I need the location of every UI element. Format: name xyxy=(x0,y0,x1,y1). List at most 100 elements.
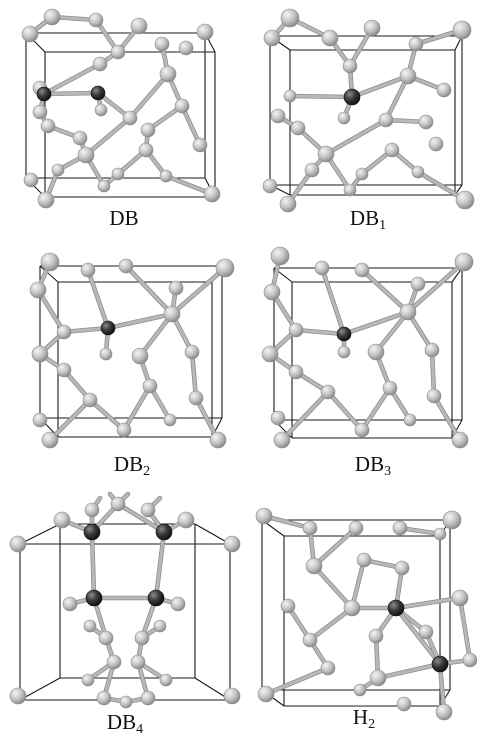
silicon-atom xyxy=(111,167,125,181)
silicon-atom xyxy=(396,696,412,712)
silicon-atom xyxy=(110,496,126,512)
silicon-atom xyxy=(454,252,474,272)
silicon-atom xyxy=(363,19,381,37)
silicon-atom xyxy=(223,535,241,553)
silicon-atom xyxy=(348,520,364,536)
bond-highlight xyxy=(264,666,330,696)
silicon-atom xyxy=(40,252,60,272)
silicon-atom xyxy=(134,630,150,646)
silicon-atom xyxy=(436,82,452,98)
silicon-atom xyxy=(408,36,424,52)
silicon-atom xyxy=(140,122,156,138)
silicon-atom xyxy=(37,191,55,209)
silicon-atom xyxy=(56,324,72,340)
silicon-atom xyxy=(140,690,156,706)
panel-label-db1: DB1 xyxy=(349,206,387,233)
bond-highlight xyxy=(326,390,364,432)
silicon-atom xyxy=(378,112,394,128)
bond-highlight xyxy=(84,116,132,157)
silicon-atom xyxy=(153,619,167,633)
silicon-atom xyxy=(192,137,208,153)
silicon-atom xyxy=(159,65,177,83)
silicon-atom xyxy=(302,520,318,536)
silicon-atom xyxy=(321,29,339,47)
bond-highlight xyxy=(106,312,174,330)
bond-highlight xyxy=(280,390,330,442)
cell-edge xyxy=(39,265,59,283)
dangling-bond-atom xyxy=(343,88,361,106)
silicon-atom xyxy=(355,167,369,181)
silicon-atom xyxy=(53,511,71,529)
silicon-atom xyxy=(384,142,400,158)
bond-highlight xyxy=(138,312,174,358)
silicon-atom xyxy=(270,108,286,124)
bond-highlight xyxy=(342,310,410,336)
silicon-atom xyxy=(442,510,462,530)
silicon-atom xyxy=(80,262,96,278)
silicon-atom xyxy=(399,303,417,321)
silicon-atom xyxy=(263,29,281,47)
silicon-atom xyxy=(84,502,100,518)
silicon-atom xyxy=(273,431,291,449)
bond-highlight xyxy=(62,326,110,334)
silicon-atom xyxy=(32,412,48,428)
silicon-atom xyxy=(97,179,111,193)
silicon-atom xyxy=(77,146,95,164)
silicon-atom xyxy=(159,169,173,183)
panel-db1 xyxy=(262,8,475,213)
dangling-bond-atom xyxy=(431,655,449,673)
silicon-atom xyxy=(288,322,304,338)
silicon-atom xyxy=(305,557,323,575)
silicon-atom xyxy=(403,413,417,427)
bond-highlight xyxy=(170,266,227,316)
silicon-atom xyxy=(122,110,138,126)
silicon-atom xyxy=(392,520,408,536)
dangling-bond-atom xyxy=(387,599,405,617)
silicon-atom xyxy=(177,511,195,529)
silicon-atom xyxy=(119,695,133,709)
silicon-atom xyxy=(280,8,300,28)
dangling-bond-atom xyxy=(83,523,101,541)
silicon-atom xyxy=(304,162,320,178)
silicon-atom xyxy=(356,552,372,568)
silicon-atom xyxy=(462,652,477,668)
bond-highlight xyxy=(154,530,166,600)
bond-highlight xyxy=(116,502,166,534)
silicon-atom xyxy=(435,703,453,721)
bond-highlight xyxy=(312,564,354,610)
panel-db xyxy=(21,8,221,209)
bond-highlight xyxy=(406,260,466,314)
silicon-atom xyxy=(188,390,204,406)
silicon-atom xyxy=(130,17,148,35)
bond-highlight xyxy=(48,398,92,442)
silicon-atom xyxy=(142,378,158,394)
silicon-atom xyxy=(32,104,48,120)
silicon-atom xyxy=(257,685,275,703)
bond-highlight xyxy=(308,606,354,642)
silicon-atom xyxy=(41,431,59,449)
silicon-atom xyxy=(302,632,318,648)
dangling-bond-atom xyxy=(147,589,165,607)
bond-highlight xyxy=(88,398,126,432)
silicon-atom xyxy=(72,130,88,146)
silicon-atom xyxy=(451,589,469,607)
bond-highlight xyxy=(350,74,410,99)
silicon-atom xyxy=(163,413,177,427)
silicon-atom xyxy=(280,598,296,614)
silicon-atom xyxy=(452,20,472,40)
silicon-atom xyxy=(94,103,108,117)
dangling-bond-atom xyxy=(100,320,116,336)
dangling-bond-atom xyxy=(90,85,106,101)
silicon-atom xyxy=(368,628,384,644)
silicon-atom xyxy=(92,56,108,72)
silicon-atom xyxy=(110,44,126,60)
silicon-atom xyxy=(288,364,304,380)
bond-highlight xyxy=(376,662,442,680)
bond-highlight xyxy=(320,266,346,336)
silicon-atom xyxy=(320,660,336,676)
bond-highlight xyxy=(374,310,410,354)
silicon-atom xyxy=(320,384,336,400)
silicon-atom xyxy=(138,142,154,158)
silicon-atom xyxy=(411,165,425,179)
silicon-atom xyxy=(88,12,104,28)
